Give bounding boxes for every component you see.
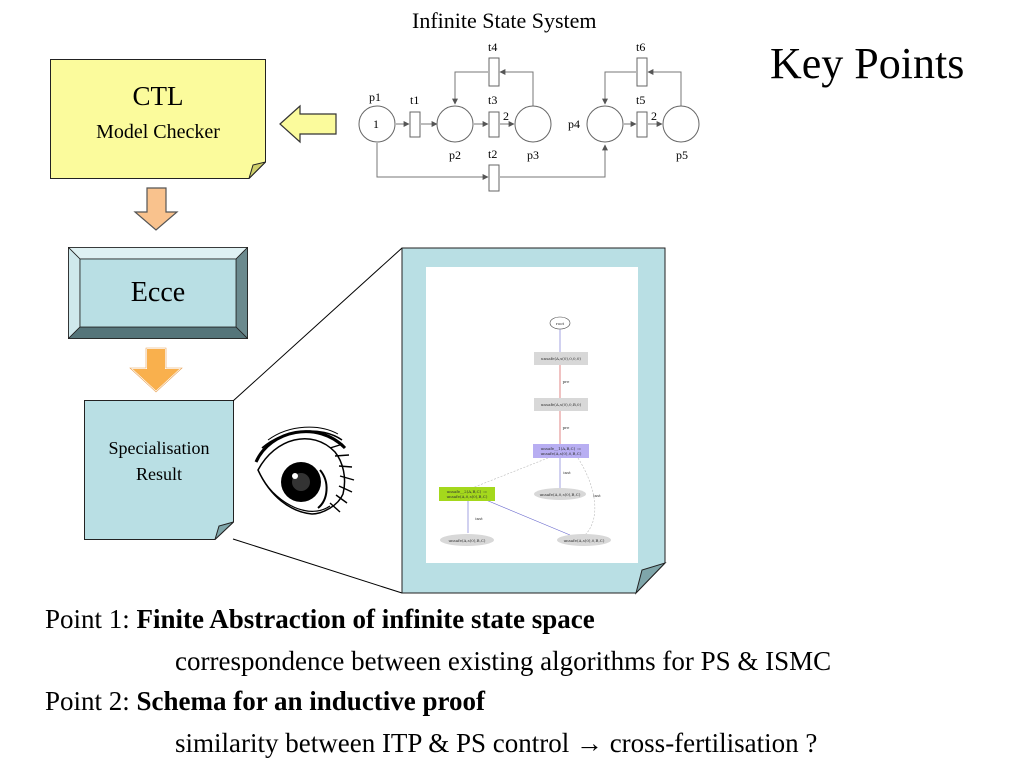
place-p4 xyxy=(586,105,624,143)
slide-title: Key Points xyxy=(770,39,965,88)
point-1-heading: Finite Abstraction of infinite state spa… xyxy=(136,604,595,634)
graph-edge-label: pre xyxy=(563,425,570,430)
specialisation-line2: Result xyxy=(135,464,182,484)
graph-edge-label: inst xyxy=(563,470,571,475)
transition-t2 xyxy=(488,164,500,192)
transition-t1 xyxy=(409,111,421,138)
arc-weight-t3-p3: 2 xyxy=(503,109,509,123)
transition-t6-label: t6 xyxy=(636,40,645,54)
ecce-label: Ecce xyxy=(130,277,186,308)
graph-node-root xyxy=(549,316,571,330)
place-p3 xyxy=(514,105,552,143)
point-1: Point 1: Finite Abstraction of infinite … xyxy=(45,604,595,635)
petri-net-diagram: p1 1 p2 p3 p4 p5 t1 t2 t3 t4 t5 t6 2 2 xyxy=(358,40,700,192)
graph-edge-label: pre xyxy=(563,379,570,384)
ctl-title: CTL xyxy=(132,81,184,111)
down-arrow-icon xyxy=(133,187,179,231)
graph-node-root-label: root xyxy=(556,321,565,326)
point-2-prefix: Point 2: xyxy=(45,686,137,716)
graph-node-n2-label: unsafe(A,s(0),0,B,0) xyxy=(541,402,582,407)
place-p1-label: p1 xyxy=(369,90,381,104)
graph-node-n5 xyxy=(534,488,586,500)
graph-node-n3-label-a: unsafe__1(A,B,C) := xyxy=(541,446,582,451)
graph-node-n3-label-b: unsafe(A,s(0),0,B,C) xyxy=(541,451,582,456)
graph-node-n6-label: unsafe(A,s(0),B,C) xyxy=(449,538,486,543)
place-p2-label: p2 xyxy=(449,148,461,162)
graph-node-n4-label-a: unsafe__2(A,B,C) := xyxy=(447,489,488,494)
transition-t6 xyxy=(636,57,648,87)
specialisation-result-box: Specialisation Result xyxy=(84,400,234,540)
place-p5-label: p5 xyxy=(676,148,688,162)
point-2-heading: Schema for an inductive proof xyxy=(136,686,486,716)
point-2-detail: similarity between ITP & PS control → cr… xyxy=(175,728,818,758)
place-p1-tokens: 1 xyxy=(373,117,379,131)
graph-node-n7-label: unsafe(A,s(0),0,B,C) xyxy=(564,538,605,543)
graph-node-n4 xyxy=(439,487,495,501)
transition-t2-label: t2 xyxy=(488,147,497,161)
transition-t3-label: t3 xyxy=(488,93,497,107)
ecce-box: Ecce xyxy=(68,247,248,339)
zoom-connector-top xyxy=(232,247,403,402)
point-2: Point 2: Schema for an inductive proof xyxy=(45,686,485,717)
petri-net-title: Infinite State System xyxy=(412,8,597,33)
transition-t1-label: t1 xyxy=(410,93,419,107)
place-p4-label: p4 xyxy=(568,117,580,131)
specialisation-graph: root unsafe(A,s(0),0,0,0) unsafe(A,s(0),… xyxy=(439,316,611,546)
graph-node-n7 xyxy=(557,534,611,546)
transition-t5-label: t5 xyxy=(636,93,645,107)
graph-node-n1-label: unsafe(A,s(0),0,0,0) xyxy=(541,356,581,361)
graph-node-n3 xyxy=(533,444,589,458)
graph-node-n1 xyxy=(534,352,588,365)
graph-edge-label: inst xyxy=(593,493,601,498)
graph-edge-label: inst xyxy=(475,516,483,521)
place-p3-label: p3 xyxy=(527,148,539,162)
graph-node-n4-label-b: unsafe(A,0,s(0),B,C) xyxy=(447,494,488,499)
point-1-detail: correspondence between existing algorith… xyxy=(175,646,832,676)
transition-t3 xyxy=(488,111,500,138)
left-arrow-icon xyxy=(279,104,337,144)
transition-t4-label: t4 xyxy=(488,40,497,54)
graph-node-n5-label: unsafe(A,0,s(0),B,C) xyxy=(540,492,581,497)
graph-node-n2 xyxy=(534,398,588,411)
arc-weight-t5-p5: 2 xyxy=(651,109,657,123)
place-p5 xyxy=(662,105,700,143)
place-p1 xyxy=(358,105,396,143)
specialisation-line1: Specialisation xyxy=(108,438,210,458)
ctl-subtitle: Model Checker xyxy=(96,121,220,143)
place-p2 xyxy=(436,105,474,143)
point-1-prefix: Point 1: xyxy=(45,604,137,634)
transition-t4 xyxy=(488,57,500,87)
eye-icon xyxy=(254,426,355,515)
graph-node-n6 xyxy=(440,534,494,546)
transition-t5 xyxy=(636,111,648,138)
ctl-model-checker-box: CTL Model Checker xyxy=(50,59,266,179)
zoom-connector-bottom xyxy=(232,538,403,594)
